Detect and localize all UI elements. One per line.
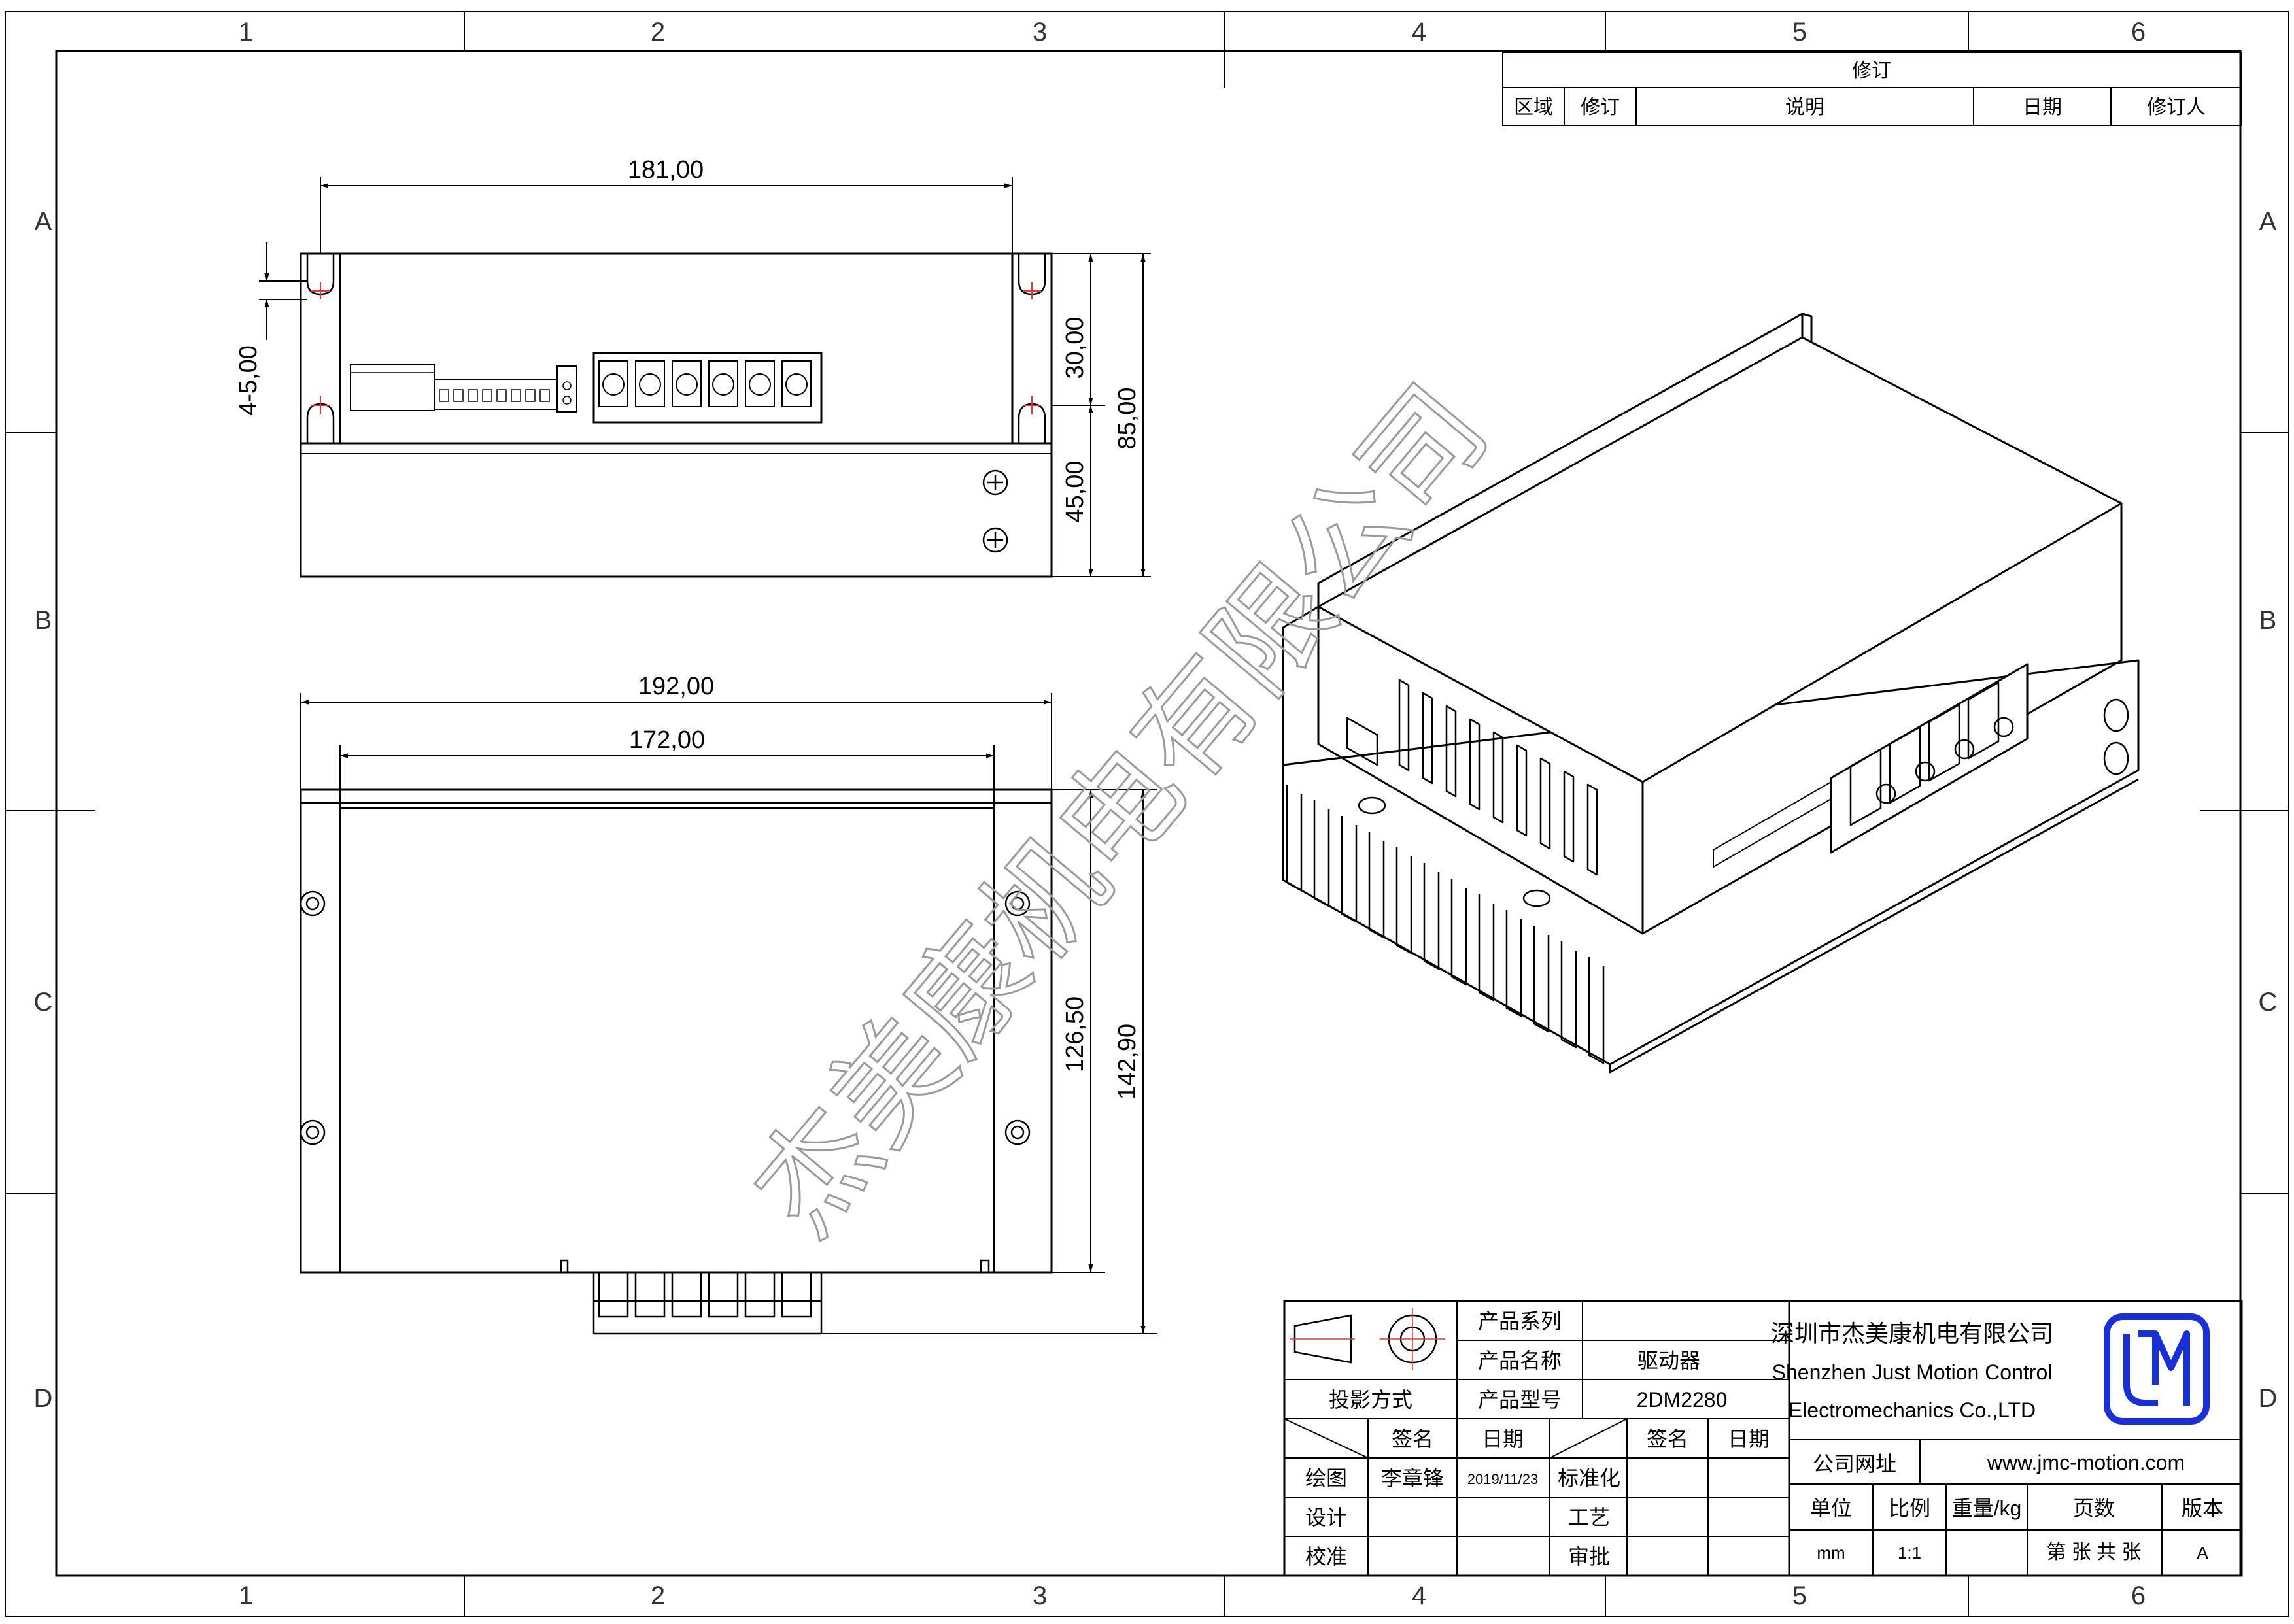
standard-label: 标准化 — [1558, 1466, 1620, 1490]
dim-126: 126,50 — [1061, 996, 1089, 1072]
col-label: 5 — [1792, 18, 1807, 46]
revision-title: 修订 — [1852, 60, 1891, 82]
col-label: 4 — [1412, 18, 1426, 46]
product-model-label: 产品型号 — [1478, 1388, 1562, 1412]
unit-value: mm — [1817, 1543, 1845, 1563]
approve-label: 审批 — [1568, 1545, 1610, 1568]
col-label: 2 — [651, 18, 665, 46]
row-label: B — [2259, 606, 2277, 635]
col-label: 2 — [651, 1582, 665, 1610]
scale-label: 比例 — [1889, 1497, 1930, 1520]
row-label: C — [2259, 988, 2278, 1017]
revision-header: 日期 — [2023, 97, 2062, 118]
front-view — [300, 252, 1053, 578]
col-label: 6 — [2131, 18, 2146, 46]
col-label: 6 — [2131, 1582, 2146, 1610]
dim-slot: 4-5,00 — [235, 345, 262, 416]
product-series-label: 产品系列 — [1478, 1310, 1562, 1333]
row-label: A — [35, 207, 52, 236]
sheet-frame — [5, 11, 2289, 1617]
col-label: 5 — [1792, 1582, 1807, 1610]
pages-value: 第 张 共 张 — [2046, 1542, 2141, 1563]
version-value: A — [2197, 1543, 2208, 1563]
drawn-by: 李章锋 — [1381, 1466, 1444, 1490]
drawn-date: 2019/11/23 — [1467, 1471, 1538, 1487]
revision-header: 区域 — [1514, 97, 1553, 118]
col-label: 3 — [1033, 18, 1047, 46]
company-name-cn: 深圳市杰美康机电有限公司 — [1771, 1320, 2053, 1347]
design-label: 设计 — [1305, 1506, 1347, 1529]
dim-30: 30,00 — [1061, 316, 1089, 379]
sign-label: 签名 — [1392, 1427, 1433, 1451]
dim-172: 172,00 — [629, 726, 705, 754]
product-name-value: 驱动器 — [1637, 1349, 1700, 1372]
top-view-dimension-labels: 192,00 172,00 126,50 142,90 — [629, 673, 1141, 1100]
date-label-2: 日期 — [1728, 1427, 1770, 1451]
weight-label: 重量/kg — [1952, 1497, 2022, 1520]
revision-header: 修订 — [1581, 97, 1620, 118]
front-view-dimensions — [259, 177, 1151, 577]
row-label: C — [34, 988, 53, 1017]
isometric-view — [1282, 313, 2140, 1074]
jmc-logo-icon — [2104, 1313, 2210, 1425]
check-label: 校准 — [1305, 1545, 1347, 1568]
revision-table: 修订 区域 修订 说明 日期 修订人 — [1502, 52, 2242, 126]
front-view-dimension-labels: 181,00 4-5,00 30,00 45,00 85,00 — [235, 156, 1141, 523]
dim-45: 45,00 — [1061, 460, 1089, 522]
projection-label: 投影方式 — [1329, 1388, 1412, 1412]
pages-label: 页数 — [2073, 1497, 2115, 1520]
top-view-dimensions — [300, 693, 1157, 1334]
company-name-en-2: Electromechanics Co.,LTD — [1789, 1398, 2036, 1422]
unit-label: 单位 — [1810, 1497, 1852, 1520]
company-name-en-1: Shenzhen Just Motion Control — [1772, 1361, 2053, 1384]
revision-header: 修订人 — [2147, 97, 2206, 118]
website: www.jmc-motion.com — [1987, 1451, 2185, 1474]
top-view — [300, 788, 1053, 1335]
dim-142: 142,90 — [1114, 1024, 1141, 1100]
row-label: B — [35, 606, 52, 635]
projection-symbol-icon — [1290, 1308, 1445, 1370]
revision-header: 说明 — [1785, 97, 1824, 118]
title-block: 投影方式 产品系列 产品名称 驱动器 产品型号 2DM2280 签名 日期 签名… — [1283, 1300, 2243, 1577]
scale-value: 1:1 — [1898, 1543, 1921, 1563]
dim-192: 192,00 — [638, 673, 714, 700]
col-label: 4 — [1412, 1582, 1426, 1610]
dim-181: 181,00 — [628, 156, 704, 184]
product-name-label: 产品名称 — [1478, 1349, 1562, 1372]
sign-label-2: 签名 — [1647, 1427, 1688, 1451]
product-model-value: 2DM2280 — [1637, 1388, 1728, 1412]
row-label: D — [34, 1384, 53, 1413]
dim-85: 85,00 — [1114, 387, 1141, 449]
process-label: 工艺 — [1568, 1506, 1610, 1529]
zone-labels: 1 2 3 4 5 6 1 2 3 4 5 6 A B C D A B C D — [34, 18, 2278, 1610]
version-label: 版本 — [2182, 1497, 2223, 1520]
row-label: D — [2259, 1384, 2278, 1413]
row-label: A — [2259, 207, 2277, 236]
date-label: 日期 — [1482, 1427, 1524, 1451]
col-label: 1 — [239, 18, 253, 46]
website-label: 公司网址 — [1813, 1452, 1896, 1476]
col-label: 3 — [1033, 1582, 1047, 1610]
drawn-label: 绘图 — [1305, 1466, 1347, 1490]
col-label: 1 — [239, 1582, 253, 1610]
